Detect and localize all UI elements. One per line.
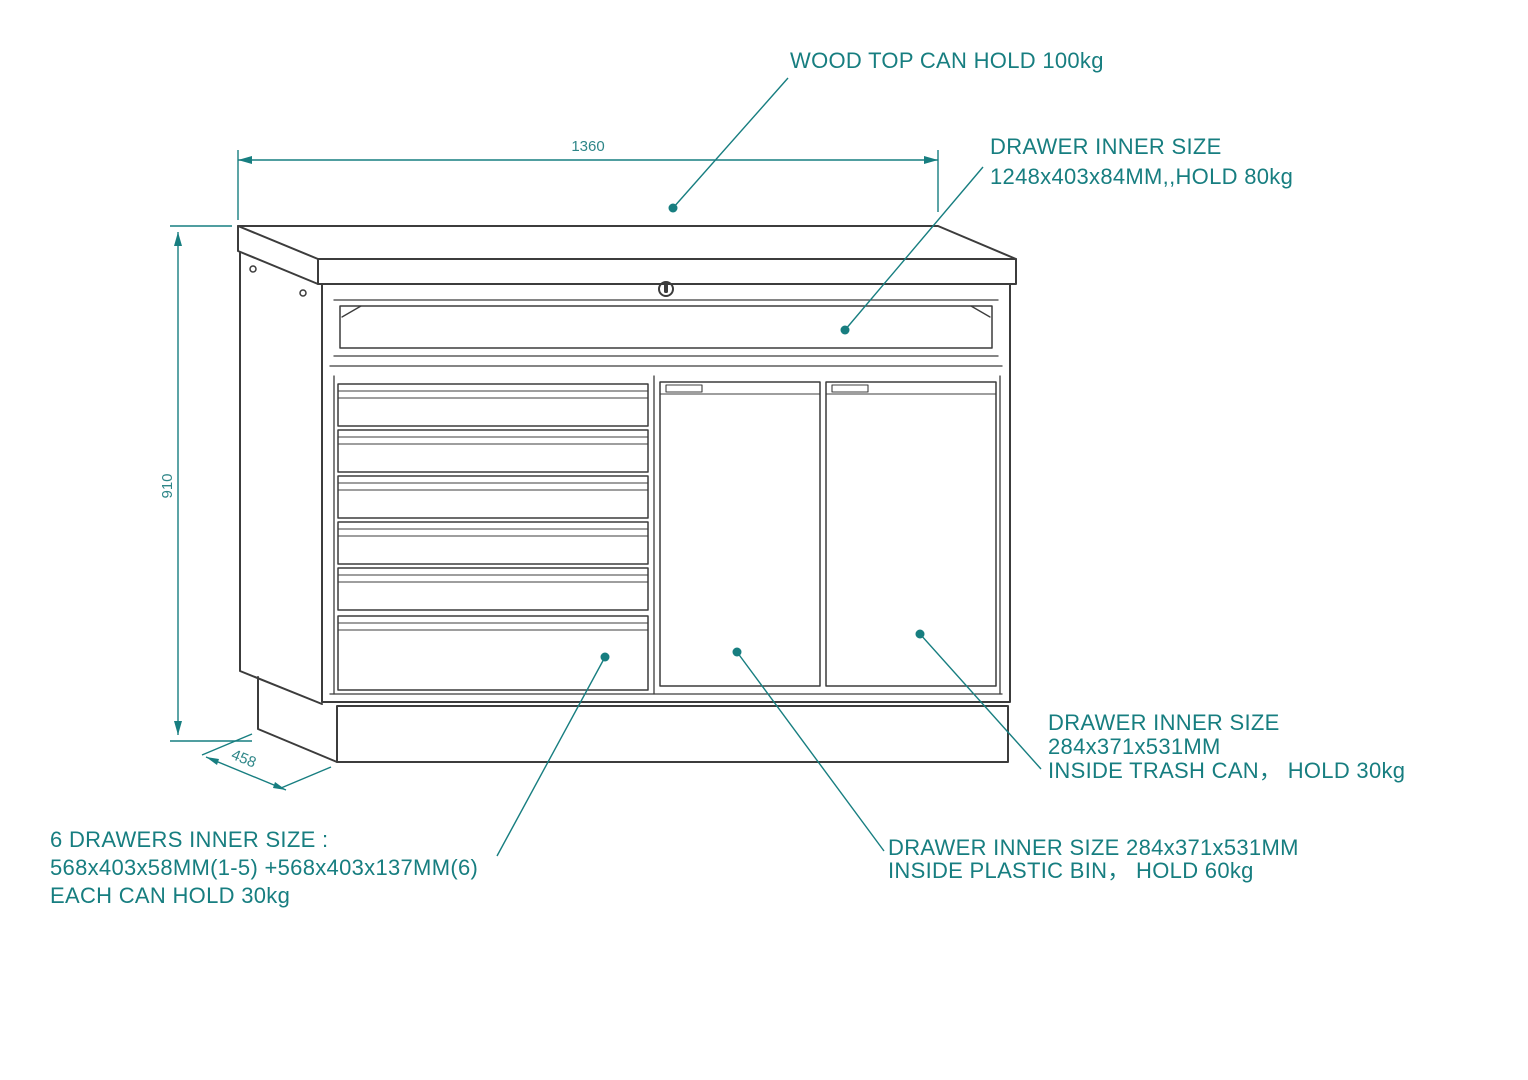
annotation-line: 6 DRAWERS INNER SIZE : <box>50 827 329 852</box>
arrowhead-icon <box>206 757 219 765</box>
dimension-lines: 1360 910 458 <box>159 138 939 791</box>
annotation-line: EACH CAN HOLD 30kg <box>50 883 291 908</box>
drawer-2 <box>337 429 649 473</box>
plinth-base <box>257 676 1009 763</box>
door-handle-icon <box>665 384 703 393</box>
annotation-line: DRAWER INNER SIZE <box>1048 710 1280 735</box>
dimension-width-label: 1360 <box>571 138 604 155</box>
left-side-panel <box>239 252 323 705</box>
annotation-line: DRAWER INNER SIZE <box>990 134 1222 159</box>
annotation-line: DRAWER INNER SIZE 284x371x531MM <box>888 835 1299 860</box>
dimension-width: 1360 <box>237 138 939 220</box>
annotation-line: WOOD TOP CAN HOLD 100kg <box>790 48 1104 73</box>
annotation-top-drawer: DRAWER INNER SIZE 1248x403x84MM,,HOLD 80… <box>990 132 1293 192</box>
inner-frame <box>329 375 1003 695</box>
arrowhead-icon <box>174 721 182 735</box>
annotation-line: INSIDE TRASH CAN， HOLD 30kg <box>1048 758 1406 783</box>
annotation-plastic-bin: DRAWER INNER SIZE 284x371x531MM INSIDE P… <box>888 836 1299 882</box>
leader-dot-icon <box>840 325 850 335</box>
dimension-height-label: 910 <box>159 473 176 498</box>
dimension-height: 910 <box>159 225 252 742</box>
door-right <box>825 381 997 687</box>
drawer-6-tall <box>337 615 649 691</box>
leader-six-drawers <box>496 652 610 857</box>
drawer-pull-right <box>970 305 991 318</box>
arrowhead-icon <box>273 782 286 790</box>
annotation-line: 284x371x531MM <box>1048 734 1221 759</box>
annotation-trash-can: DRAWER INNER SIZE 284x371x531MM INSIDE T… <box>1048 711 1405 783</box>
leader-trash-can <box>915 629 1042 770</box>
leader-dot-icon <box>915 629 925 639</box>
drawer-3 <box>337 475 649 519</box>
leader-dot-icon <box>668 203 678 213</box>
annotation-line: 1248x403x84MM,,HOLD 80kg <box>990 164 1294 189</box>
door-handle-icon <box>831 384 869 393</box>
annotation-line: 568x403x58MM(1-5) +568x403x137MM(6) <box>50 855 479 880</box>
drawer-1 <box>337 383 649 427</box>
arrowhead-icon <box>924 156 938 164</box>
leader-dot-icon <box>600 652 610 662</box>
arrowhead-icon <box>238 156 252 164</box>
dimension-depth: 458 <box>201 733 332 791</box>
drawer-4 <box>337 521 649 565</box>
lock-icon <box>658 281 674 297</box>
drawer-5 <box>337 567 649 611</box>
arrowhead-icon <box>174 232 182 246</box>
leader-lines <box>496 77 1042 857</box>
leader-top-drawer <box>840 166 984 335</box>
annotation-six-drawers: 6 DRAWERS INNER SIZE : 568x403x58MM(1-5)… <box>50 826 478 910</box>
cabinet-drawing <box>237 225 1017 763</box>
top-drawer <box>329 299 1003 367</box>
wood-top <box>237 225 1017 285</box>
annotation-line: INSIDE PLASTIC BIN， HOLD 60kg <box>888 858 1254 883</box>
leader-plastic-bin <box>732 647 885 852</box>
cabinet-body <box>321 283 1011 703</box>
drawer-pull-left <box>341 305 362 318</box>
screw-hole-icon <box>299 289 307 297</box>
leader-wood-top <box>668 77 789 213</box>
annotation-wood-top: WOOD TOP CAN HOLD 100kg <box>790 48 1104 74</box>
drawer-stack <box>337 383 649 691</box>
leader-dot-icon <box>732 647 742 657</box>
door-left <box>659 381 821 687</box>
screw-hole-icon <box>249 265 257 273</box>
